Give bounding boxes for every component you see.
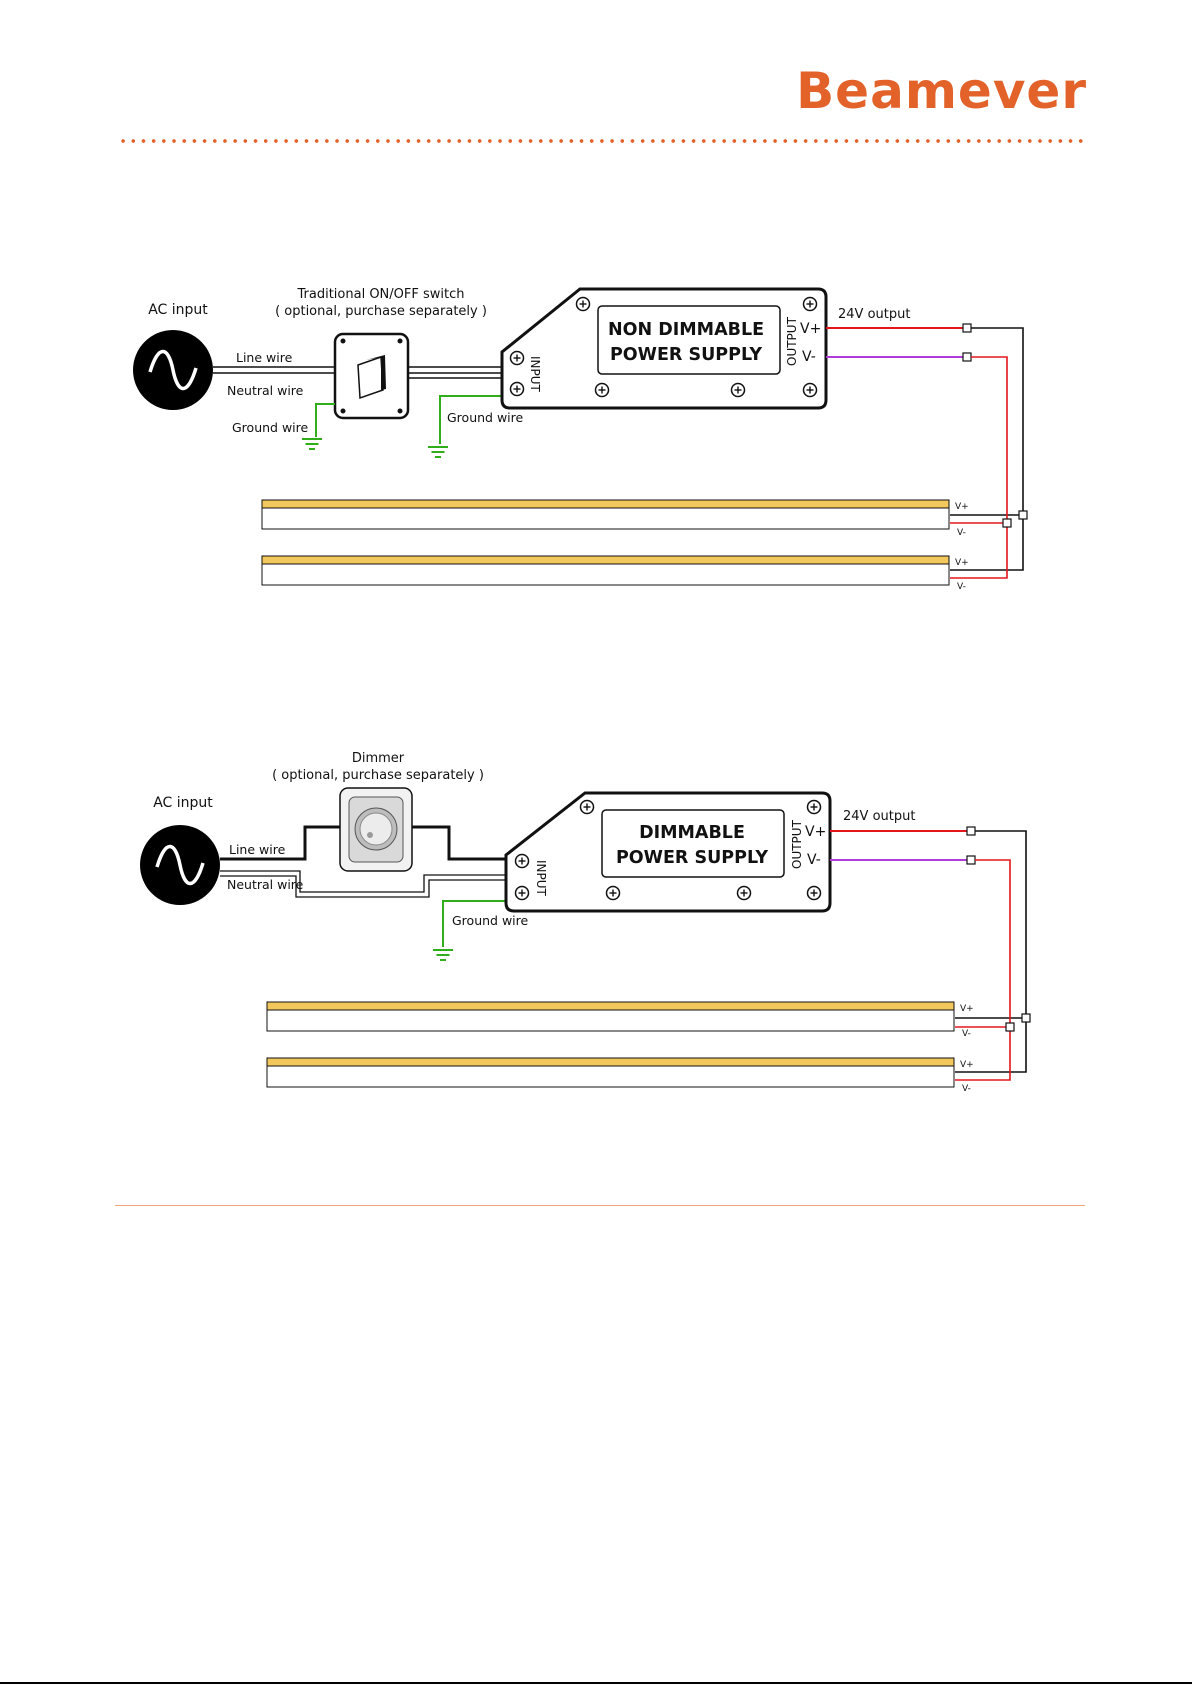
ac-source-icon: [133, 330, 213, 410]
led-strip-4: [266, 1057, 955, 1088]
ac-input-label: AC input: [148, 302, 208, 318]
ground-wire-label-left: Ground wire: [232, 420, 309, 435]
psu2-title-line2: POWER SUPPLY: [616, 848, 768, 868]
ground-wire-2: [432, 900, 507, 961]
dotted-divider: [118, 138, 1088, 144]
ac-input-label-2: AC input: [153, 795, 213, 811]
output-voltage-label: 24V output: [838, 307, 910, 322]
dimmable-power-supply: [504, 791, 832, 913]
dimmer-wires: [220, 825, 507, 898]
psu-vminus-label: V-: [802, 349, 816, 365]
psu-input-label: INPUT: [528, 356, 542, 393]
diagram-non-dimmable: AC input Line wire Neutral wire: [133, 287, 1028, 592]
brand-logo: Beamever: [796, 62, 1087, 120]
line-wire-label: Line wire: [236, 350, 293, 365]
strip2-vminus: V-: [957, 582, 966, 592]
strip3-vplus: V+: [960, 1004, 974, 1014]
strip4-vplus: V+: [960, 1060, 974, 1070]
psu2-title-line1: DIMMABLE: [639, 823, 745, 843]
strip1-vminus: V-: [957, 528, 966, 538]
neutral-wire-label: Neutral wire: [227, 383, 304, 398]
led-strip-3: [266, 1001, 955, 1032]
section-divider: [115, 1205, 1085, 1206]
strip3-vminus: V-: [962, 1029, 971, 1039]
psu-vplus-label: V+: [800, 321, 821, 337]
psu2-output-label: OUTPUT: [790, 819, 804, 869]
strip4-vminus: V-: [962, 1084, 971, 1094]
page-bottom-border: [0, 1682, 1192, 1684]
strip2-vplus: V+: [955, 558, 969, 568]
ground-wire-label-2: Ground wire: [452, 913, 529, 928]
dimmer-icon: [339, 787, 413, 872]
psu-title-line2: POWER SUPPLY: [610, 345, 762, 365]
psu-output-label: OUTPUT: [785, 316, 799, 366]
psu2-vplus-label: V+: [805, 824, 826, 840]
psu2-input-label: INPUT: [534, 860, 548, 897]
dimmer-note: ( optional, purchase separately ): [272, 768, 484, 783]
psu-title-line1: NON DIMMABLE: [608, 320, 764, 340]
strip1-vplus: V+: [955, 502, 969, 512]
output-wires-2: [830, 826, 1031, 1081]
diagram-dimmable: AC input Line wire Neutral wire Dimmer (…: [140, 751, 1031, 1094]
switch-title: Traditional ON/OFF switch: [297, 287, 465, 302]
ac-source-icon-2: [140, 825, 220, 905]
ground-wires: [301, 395, 507, 458]
ac-wires: [213, 366, 507, 379]
led-strip-1: [261, 499, 950, 530]
ground-wire-label-psu: Ground wire: [447, 410, 524, 425]
output-wires: [826, 323, 1028, 579]
led-strip-2: [261, 555, 950, 586]
non-dimmable-power-supply: [500, 287, 828, 410]
output-voltage-label-2: 24V output: [843, 809, 915, 824]
line-wire-label-2: Line wire: [229, 842, 286, 857]
switch-note: ( optional, purchase separately ): [275, 304, 487, 319]
psu2-vminus-label: V-: [807, 852, 821, 868]
neutral-wire-label-2: Neutral wire: [227, 877, 304, 892]
on-off-switch-icon: [333, 332, 410, 420]
dimmer-title: Dimmer: [352, 751, 405, 766]
